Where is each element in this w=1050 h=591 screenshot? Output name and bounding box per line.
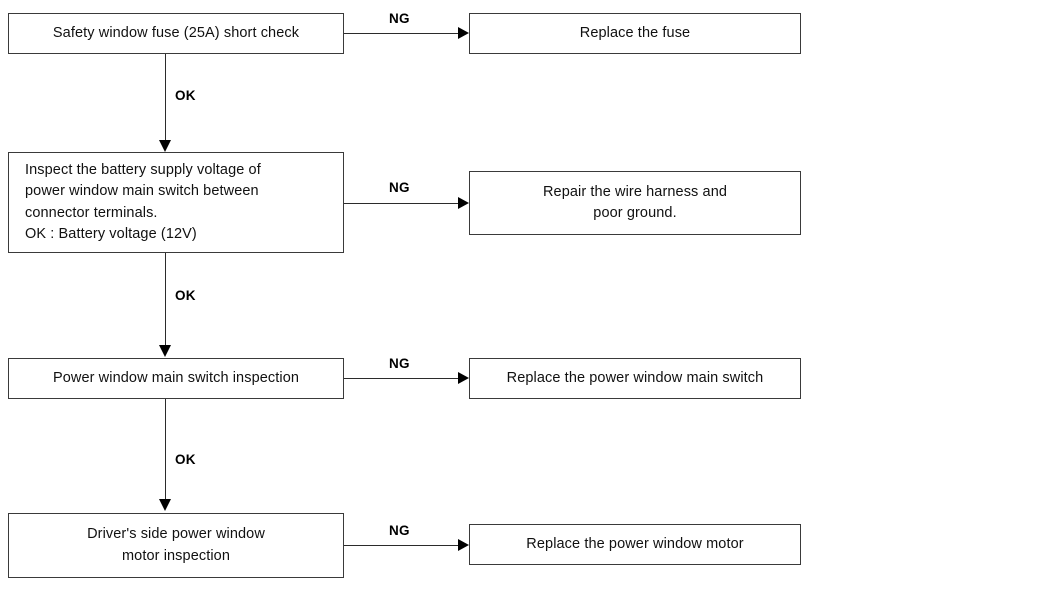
result-node-step1-label: Replace the fuse [579,24,691,41]
result-node-step3-label: Replace the power window main switch [506,369,764,386]
ng-connector-step4 [344,545,458,546]
result-node-step4-label: Replace the power window motor [526,535,744,552]
ng-connector-step2 [344,203,458,204]
ng-label-step2: NG [389,180,410,195]
check-node-step2-label: Inspect the battery supply voltage of po… [25,162,261,242]
ok-arrowhead-step1 [159,140,171,152]
result-node-step4: Replace the power window motor [469,524,801,565]
check-node-step1-label: Safety window fuse (25A) short check [52,24,300,41]
ok-arrowhead-step2 [159,345,171,357]
ng-connector-step3 [344,378,458,379]
result-node-step2-label: Repair the wire harness and poor ground. [542,183,728,221]
ok-connector-step1 [165,54,166,140]
ng-arrowhead-step2 [458,197,469,209]
ok-label-step2: OK [175,288,196,303]
check-node-step1: Safety window fuse (25A) short check [8,13,344,54]
ok-arrowhead-step3 [159,499,171,511]
ng-arrowhead-step3 [458,372,469,384]
check-node-step4-label: Driver's side power window motor inspect… [87,526,265,564]
check-node-step4: Driver's side power window motor inspect… [8,513,344,578]
check-node-step2: Inspect the battery supply voltage of po… [8,152,344,253]
ng-label-step3: NG [389,356,410,371]
ng-arrowhead-step1 [458,27,469,39]
ng-label-step1: NG [389,11,410,26]
result-node-step1: Replace the fuse [469,13,801,54]
ng-arrowhead-step4 [458,539,469,551]
ng-label-step4: NG [389,523,410,538]
ng-connector-step1 [344,33,458,34]
ok-label-step1: OK [175,88,196,103]
result-node-step2: Repair the wire harness and poor ground. [469,171,801,235]
ok-label-step3: OK [175,452,196,467]
ok-connector-step3 [165,399,166,499]
check-node-step3: Power window main switch inspection [8,358,344,399]
result-node-step3: Replace the power window main switch [469,358,801,399]
check-node-step3-label: Power window main switch inspection [52,369,300,386]
ok-connector-step2 [165,253,166,345]
